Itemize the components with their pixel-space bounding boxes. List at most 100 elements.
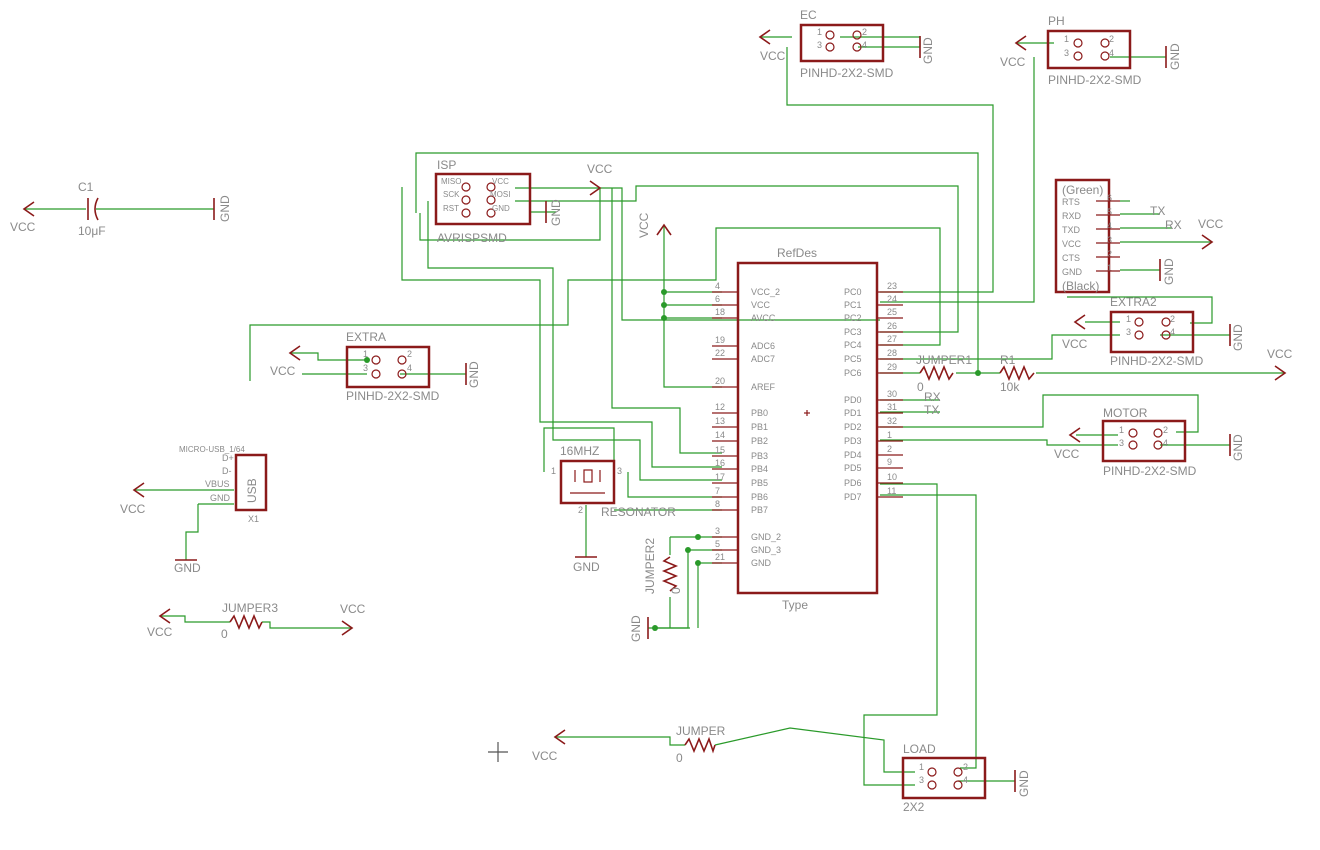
mcu-pin-num: 18 bbox=[715, 307, 725, 317]
usb-connector[interactable]: MICRO-USB_1/64 USB X1 D+ D- VBUS GND bbox=[179, 445, 268, 524]
r1-name: R1 bbox=[1000, 353, 1016, 367]
vcc-arrow-jumper3: VCC bbox=[147, 608, 173, 639]
mcu-pin-num: 13 bbox=[715, 416, 725, 426]
jumper3[interactable]: JUMPER3 0 bbox=[221, 601, 278, 641]
jumper-name: JUMPER bbox=[676, 724, 726, 738]
jumper1[interactable]: JUMPER1 0 bbox=[916, 353, 972, 394]
header-ec[interactable]: EC PINHD-2X2-SMD 1 2 3 4 bbox=[799, 8, 894, 80]
svg-text:1: 1 bbox=[817, 27, 822, 37]
isp-connector[interactable]: ISP AVRISPSMD MISO SCK RST VCC MOSI GND bbox=[434, 158, 532, 245]
header-extra[interactable]: EXTRA PINHD-2X2-SMD 1 2 3 4 bbox=[345, 330, 440, 403]
svg-text:2: 2 bbox=[578, 505, 583, 515]
svg-text:GND: GND bbox=[921, 37, 935, 64]
svg-text:GND: GND bbox=[492, 204, 510, 213]
mcu-pin-num: 10 bbox=[887, 472, 897, 482]
gnd-isp: GND bbox=[545, 199, 563, 226]
mcu-pin-num: 8 bbox=[715, 499, 720, 509]
header-extra2[interactable]: EXTRA2 PINHD-2X2-SMD 1 2 3 4 bbox=[1109, 295, 1204, 368]
mcu-pin-label: PD3 bbox=[844, 436, 862, 446]
mcu-pin-label: PB5 bbox=[751, 478, 768, 488]
mcu-pin-label: PB4 bbox=[751, 464, 768, 474]
mcu-left-pins: 4VCC_26VCC18AVCC19ADC622ADC720AREF12PB01… bbox=[712, 281, 781, 568]
mcu-pin-num: 32 bbox=[887, 416, 897, 426]
mcu-pin-label: PC2 bbox=[844, 313, 862, 323]
svg-text:4: 4 bbox=[963, 775, 968, 785]
vcc-arrow-ph: VCC bbox=[1000, 35, 1027, 69]
header-ph[interactable]: PH PINHD-2X2-SMD 1 2 3 4 bbox=[1046, 14, 1142, 87]
ftdi-bottom: (Black) bbox=[1062, 279, 1099, 293]
resonator[interactable]: 16MHZ RESONATOR 1 2 3 bbox=[551, 444, 676, 519]
gnd-load: GND bbox=[1014, 770, 1031, 797]
resonator-value: RESONATOR bbox=[601, 505, 676, 519]
svg-text:1: 1 bbox=[919, 762, 924, 772]
gnd-c1: GND bbox=[213, 195, 232, 222]
jumper-load[interactable]: JUMPER 0 bbox=[676, 724, 726, 765]
vcc-arrow-c1: VCC bbox=[10, 201, 36, 234]
svg-text:VCC: VCC bbox=[1000, 55, 1026, 69]
mcu-pin-label: AVCC bbox=[751, 313, 776, 323]
svg-text:GND: GND bbox=[629, 615, 643, 642]
gnd-symbols: GND GND GND GND GND GND GND GND GND GND … bbox=[174, 36, 1245, 797]
svg-text:3: 3 bbox=[1119, 438, 1124, 448]
mcu-pin-num: 25 bbox=[887, 307, 897, 317]
load-name: LOAD bbox=[903, 742, 936, 756]
svg-text:GND: GND bbox=[573, 560, 600, 574]
svg-text:3: 3 bbox=[817, 40, 822, 50]
extra-value: PINHD-2X2-SMD bbox=[346, 389, 440, 403]
svg-text:4: 4 bbox=[1109, 48, 1114, 58]
svg-text:GND: GND bbox=[174, 561, 201, 575]
extra2-value: PINHD-2X2-SMD bbox=[1110, 354, 1204, 368]
mcu-pin-label: PD2 bbox=[844, 422, 862, 432]
jumper-value: 0 bbox=[676, 751, 683, 765]
wires bbox=[24, 36, 1285, 786]
mcu-refdes: RefDes bbox=[777, 246, 817, 260]
net-rx-ftdi: RX bbox=[1165, 218, 1182, 232]
mcu-pin-num: 12 bbox=[715, 402, 725, 412]
mcu-pin-label: VCC bbox=[751, 300, 771, 310]
ec-name: EC bbox=[800, 8, 817, 22]
svg-text:3: 3 bbox=[919, 775, 924, 785]
ec-value: PINHD-2X2-SMD bbox=[800, 66, 894, 80]
gnd-usb: GND bbox=[174, 559, 201, 575]
svg-text:3: 3 bbox=[363, 363, 368, 373]
mcu-pin-label: ADC6 bbox=[751, 341, 775, 351]
mcu-pin-label: PC0 bbox=[844, 287, 862, 297]
svg-text:GND: GND bbox=[1162, 258, 1176, 285]
mcu-pin-label: PD5 bbox=[844, 463, 862, 473]
extra-name: EXTRA bbox=[346, 330, 386, 344]
microcontroller[interactable]: RefDes Type 4VCC_26VCC18AVCC19ADC622ADC7… bbox=[712, 246, 903, 612]
svg-text:4: 4 bbox=[407, 363, 412, 373]
header-motor[interactable]: MOTOR PINHD-2X2-SMD 1 2 3 4 bbox=[1101, 406, 1197, 478]
mcu-type: Type bbox=[782, 598, 808, 612]
header-load[interactable]: LOAD 2X2 1 2 3 4 bbox=[901, 742, 987, 814]
vcc-arrow-ec: VCC bbox=[758, 29, 786, 63]
vcc-arrow-usb: VCC bbox=[120, 482, 146, 516]
svg-text:VCC: VCC bbox=[1054, 447, 1080, 461]
gnd-ph: GND bbox=[1165, 43, 1182, 70]
svg-text:D-: D- bbox=[222, 466, 232, 476]
mcu-pin-label: PD6 bbox=[844, 478, 862, 488]
svg-text:3: 3 bbox=[1064, 48, 1069, 58]
svg-text:2: 2 bbox=[1163, 425, 1168, 435]
jumper2[interactable]: JUMPER2 0 bbox=[643, 538, 683, 594]
ftdi-pin-label: RXD bbox=[1062, 211, 1082, 221]
svg-text:GND: GND bbox=[467, 361, 481, 388]
svg-text:1: 1 bbox=[363, 349, 368, 359]
jumper2-value: 0 bbox=[669, 587, 683, 594]
svg-text:VBUS: VBUS bbox=[205, 479, 230, 489]
gnd-ec: GND bbox=[919, 36, 935, 64]
svg-text:VCC: VCC bbox=[760, 49, 786, 63]
ph-name: PH bbox=[1048, 14, 1065, 28]
mcu-pin-label: PB1 bbox=[751, 422, 768, 432]
jumper3-name: JUMPER3 bbox=[222, 601, 278, 615]
ftdi-pin-num: 2 bbox=[1107, 249, 1112, 259]
capacitor-c1[interactable]: C1 10μF bbox=[78, 180, 106, 238]
svg-text:VCC: VCC bbox=[120, 502, 146, 516]
svg-text:RST: RST bbox=[443, 204, 459, 213]
resistor-r1[interactable]: R1 10k bbox=[999, 353, 1035, 394]
svg-text:4: 4 bbox=[1163, 438, 1168, 448]
svg-text:2: 2 bbox=[1170, 314, 1175, 324]
jumper3-value: 0 bbox=[221, 627, 228, 641]
